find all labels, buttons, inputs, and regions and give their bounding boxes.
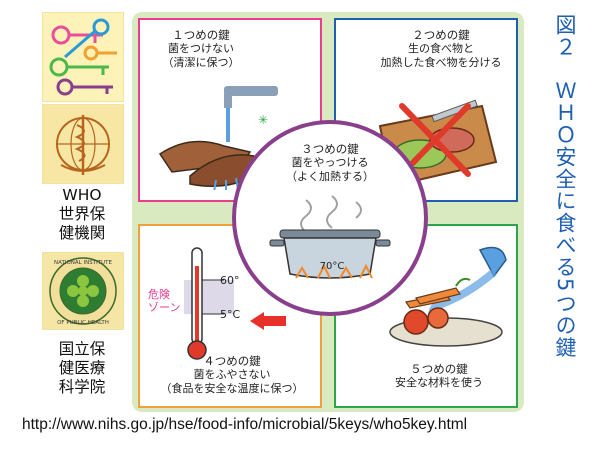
key4-title: ４つめの鍵 <box>203 354 261 368</box>
key1-caption: １つめの鍵 菌をつけない （清潔に保つ） <box>146 28 256 70</box>
key3-line2: （よく加熱する） <box>286 170 374 183</box>
five-keys-diagram: １つめの鍵 菌をつけない （清潔に保つ） ✳ ２つめの鍵 生の食べ物と 加熱した… <box>132 12 524 412</box>
thermo-upper-label: 60° <box>220 274 240 287</box>
danger-zone-label: 危険 ゾーン <box>148 288 181 314</box>
thermo-lower-label: 5°C <box>220 308 241 321</box>
svg-text:OF PUBLIC HEALTH: OF PUBLIC HEALTH <box>57 320 109 326</box>
pot-temperature: 70°C <box>319 261 345 272</box>
key4-line2: （食品を安全な温度に保つ） <box>160 382 304 395</box>
who-emblem-image <box>42 104 124 184</box>
boiling-pot-illustration <box>269 195 391 279</box>
key2-caption: ２つめの鍵 生の食べ物と 加熱した食べ物を分ける <box>366 28 516 70</box>
red-arrow-shaft <box>264 316 286 326</box>
key3-caption: ３つめの鍵 菌をやっつける （よく加熱する） <box>250 142 410 184</box>
nihs-seal-image: NATIONAL INSTITUTE OF PUBLIC HEALTH <box>42 252 124 330</box>
key1-title: １つめの鍵 <box>172 28 230 42</box>
svg-text:✳: ✳ <box>258 113 268 127</box>
key3-line1: 菌をやっつける <box>291 156 369 169</box>
key3-circle: ３つめの鍵 菌をやっつける （よく加熱する） 70°C <box>232 120 428 316</box>
key1-line1: 菌をつけない <box>168 42 234 55</box>
key5-title: ５つめの鍵 <box>410 362 468 376</box>
key5-caption: ５つめの鍵 安全な材料を使う <box>364 362 514 390</box>
nihs-label: 国立保 健医療 科学院 <box>58 340 106 396</box>
svg-text:NATIONAL INSTITUTE: NATIONAL INSTITUTE <box>54 260 112 266</box>
key2-title: ２つめの鍵 <box>412 28 470 42</box>
key5-line1: 安全な材料を使う <box>395 376 483 389</box>
key4-line1: 菌をふやさない <box>193 368 271 381</box>
source-url[interactable]: http://www.nihs.go.jp/hse/food-info/micr… <box>22 416 468 433</box>
key2-line1: 生の食べ物と <box>408 42 474 55</box>
figure-title: 図２ ＷＨＯ安全に食べる5つの鍵 <box>553 14 577 359</box>
keys-logo-image <box>42 12 124 102</box>
fresh-ingredients-illustration <box>389 246 507 347</box>
key2-line2: 加熱した食べ物を分ける <box>380 56 502 69</box>
red-arrow-icon <box>250 312 264 330</box>
who-label: WHO 世界保 健機関 <box>58 186 106 242</box>
key3-title: ３つめの鍵 <box>301 142 359 156</box>
thermometer-illustration <box>184 247 234 360</box>
key4-caption: ４つめの鍵 菌をふやさない （食品を安全な温度に保つ） <box>150 354 314 396</box>
key1-line2: （清潔に保つ） <box>162 56 240 69</box>
